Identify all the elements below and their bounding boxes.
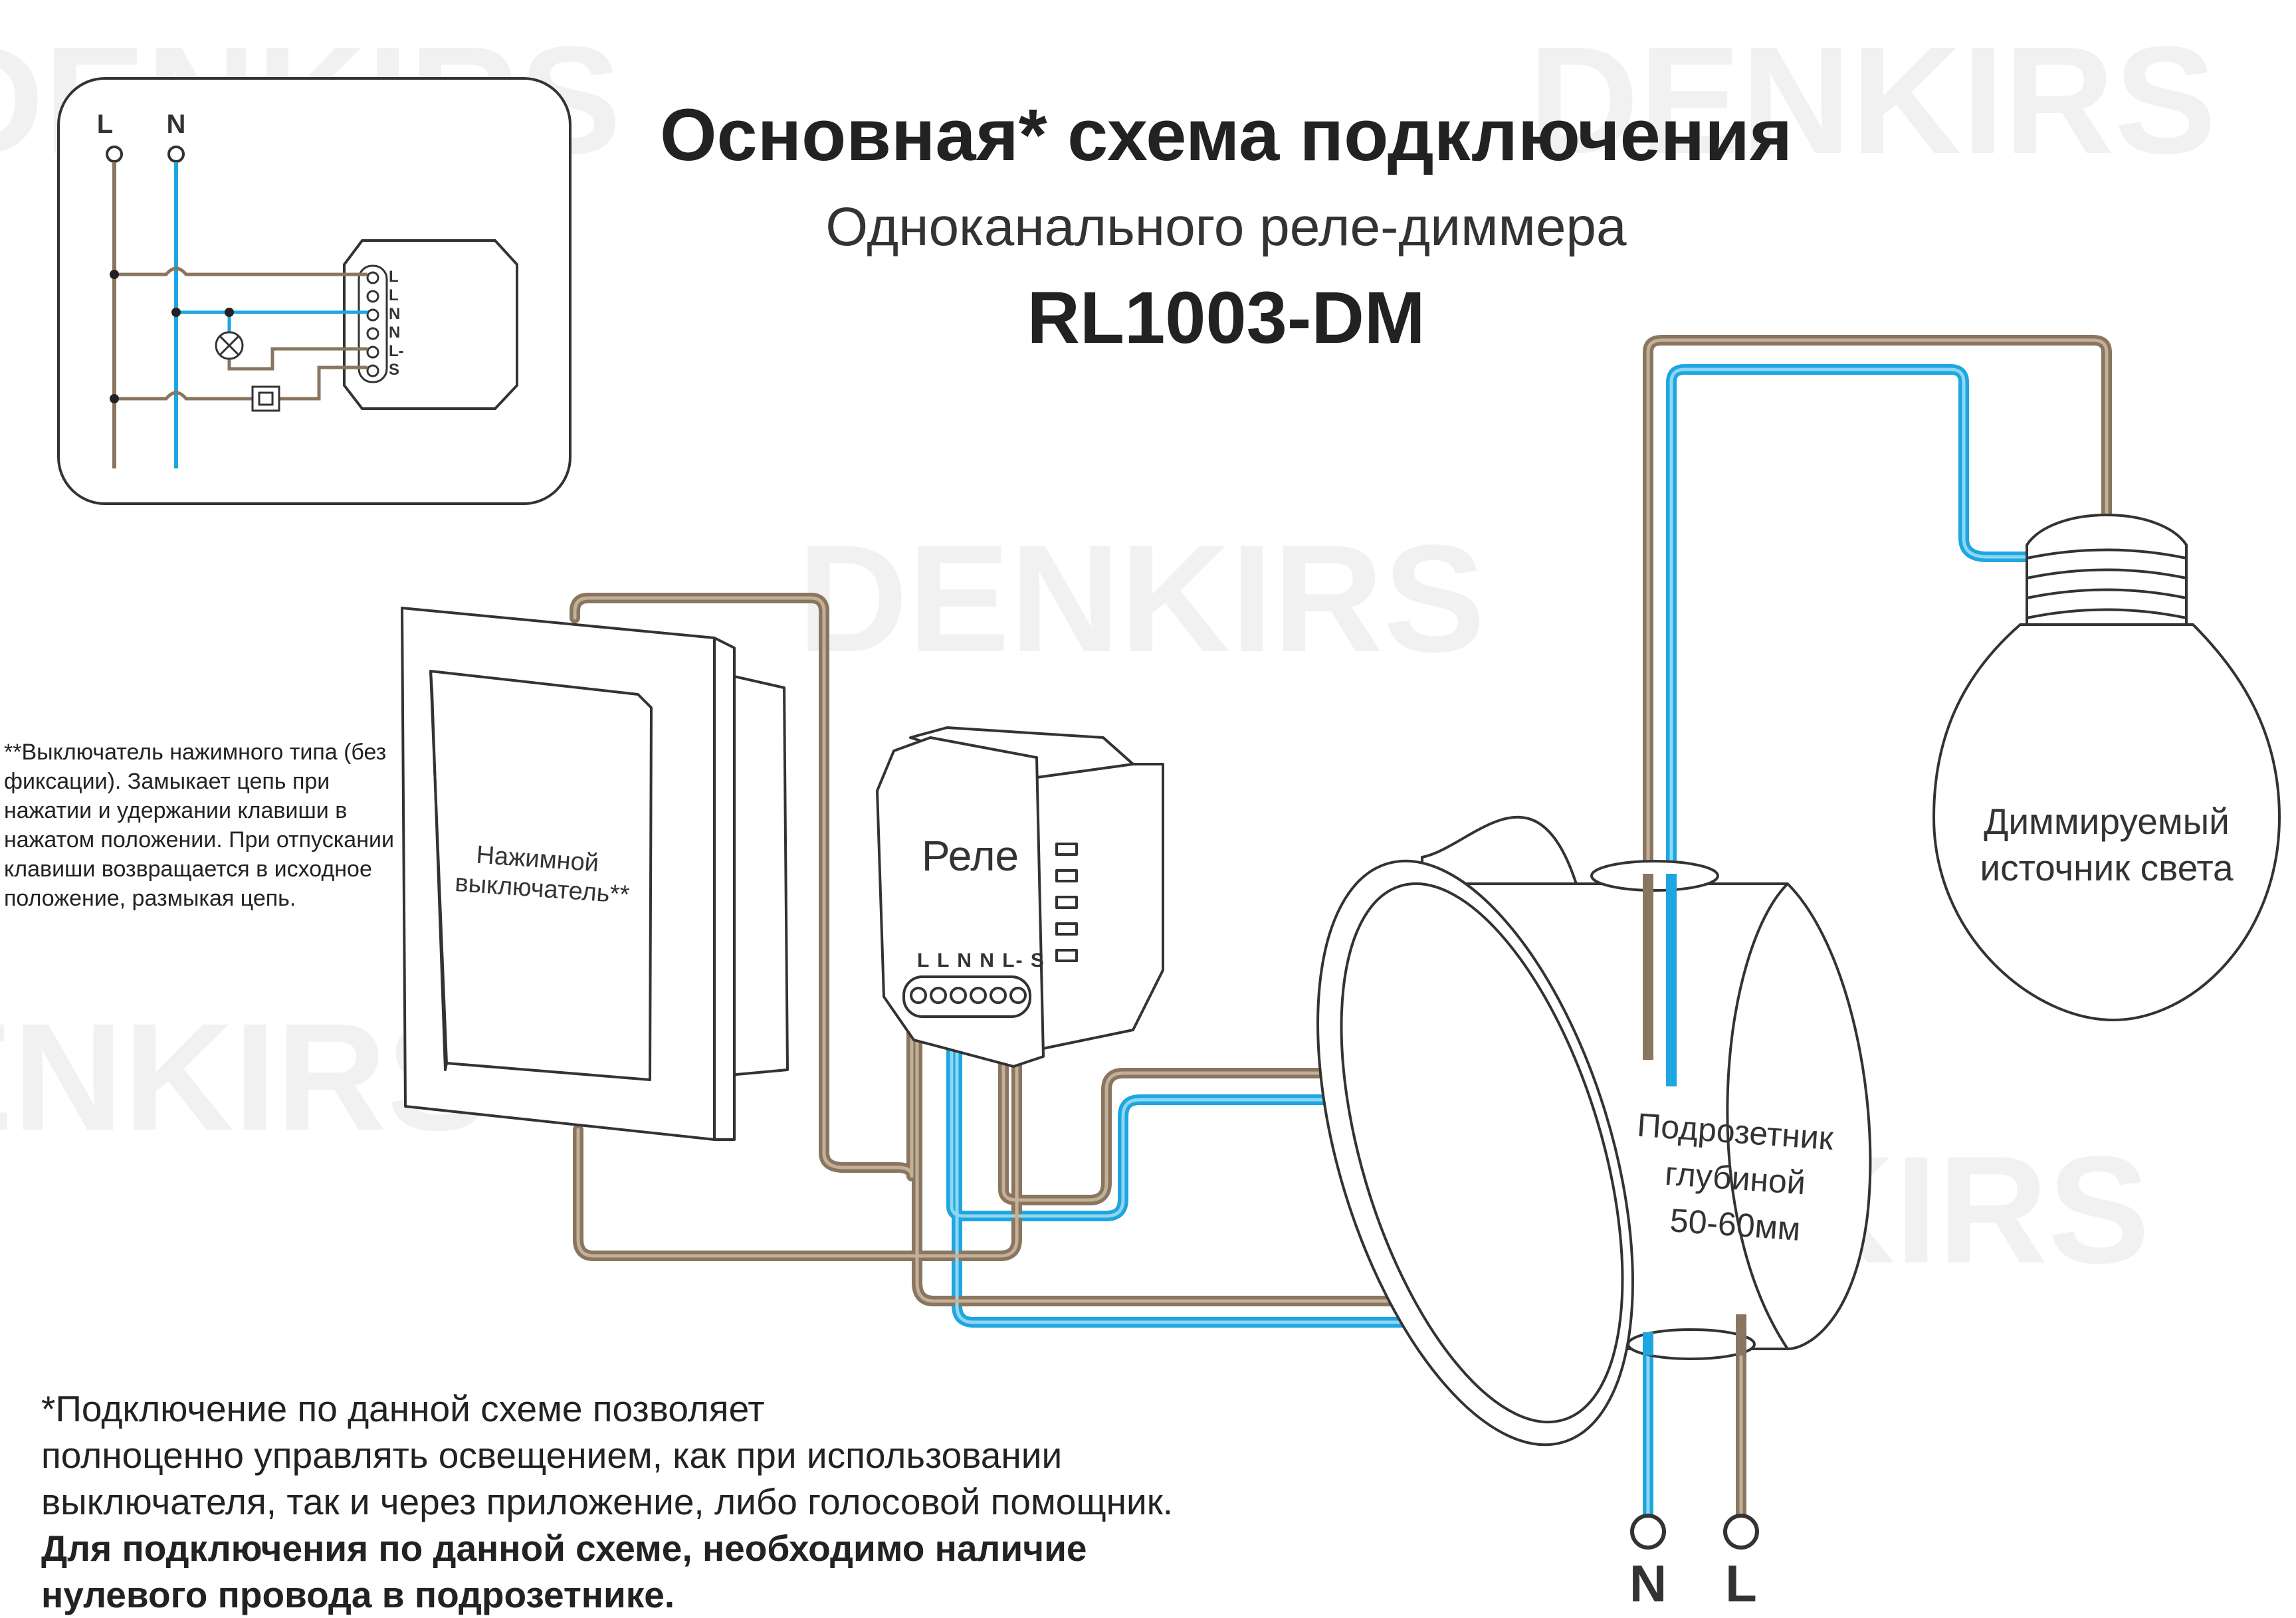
mini-bus-l-terminal (106, 146, 123, 163)
page-subtitle: Одноканального реле-диммера (825, 197, 1627, 257)
switch-footnote: **Выключатель нажимного типа (без фиксац… (4, 740, 394, 911)
mini-terminal-screws (366, 271, 379, 377)
wire-highlight (573, 596, 914, 1178)
mini-bus-l-label: L (97, 110, 113, 139)
watermark-text: DENKIRS (1528, 15, 2216, 185)
mini-junction (110, 394, 119, 403)
mini-push-switch-icon (251, 385, 280, 412)
mini-junction (171, 308, 181, 317)
mini-schematic: L N L L N N L- S (57, 77, 572, 505)
mini-terminal-screw (366, 290, 379, 303)
relay-vents (1055, 843, 1078, 962)
lamp-label-line1: Диммируемый (1984, 801, 2230, 842)
mini-terminal-label: L (389, 268, 399, 286)
push-switch (401, 607, 789, 1141)
relay-terminal-screw (990, 987, 1007, 1004)
bottom-footnote: *Подключение по данной схеме позволяет п… (41, 1385, 1370, 1618)
relay-terminal-screw (950, 987, 967, 1004)
mini-terminal-screw (366, 346, 379, 359)
relay-module (876, 726, 1164, 1068)
mini-bus-n-label: N (167, 110, 186, 139)
box-label-line3: 50-60мм (1669, 1201, 1802, 1248)
dimmable-lamp (1932, 514, 2281, 1021)
relay-label: Реле (922, 832, 1019, 880)
footnote-line: полноценно управлять освещением, как при… (41, 1435, 1063, 1476)
relay-terminal-screw (970, 987, 987, 1004)
mini-wire-lamp-l (227, 347, 367, 371)
mains-terminals: N L (1629, 1514, 1759, 1613)
mini-terminal-screw (366, 327, 379, 340)
relay-terminal-screw (930, 987, 947, 1004)
mains-l-label: L (1725, 1554, 1757, 1613)
box-cylinder-back (1726, 882, 1789, 1350)
footnote-line: выключателя, так и через приложение, либ… (41, 1481, 1174, 1522)
switch-frame-side (713, 637, 736, 1141)
mains-n-terminal (1630, 1514, 1666, 1550)
relay-terminal-screw (1009, 987, 1027, 1004)
watermark-text: DENKIRS (797, 513, 1485, 684)
mini-junction (225, 308, 234, 317)
lamp-thread (2026, 548, 2187, 619)
box-top-grommet (1590, 860, 1719, 892)
mini-junction (110, 270, 119, 279)
relay-terminal-labels: L L N N L- S (917, 950, 1045, 971)
page-title: Основная* схема подключения (659, 94, 1793, 176)
relay-terminal-strip (902, 975, 1031, 1018)
mini-wire-switch-s (279, 365, 367, 401)
mini-terminal-labels: L L N N L- S (389, 268, 404, 379)
relay-terminal-screw (910, 987, 927, 1004)
mini-wire-l (114, 266, 367, 276)
mini-terminal-label: L (389, 286, 399, 304)
mini-terminal-screw (366, 271, 379, 284)
box-front-ring (1316, 859, 1634, 1447)
footnote-bold-line: нулевого провода в подрозетнике. (41, 1574, 675, 1615)
mains-n-label: N (1629, 1554, 1667, 1613)
wire-highlight (576, 1021, 1019, 1258)
mini-terminal-label: N (389, 324, 400, 342)
mains-l-terminal (1723, 1514, 1759, 1550)
switch-key-edge (429, 670, 448, 1064)
box-front-ring-inner (1340, 882, 1624, 1424)
mini-terminal-screw (366, 308, 379, 322)
mini-lamp-icon (215, 331, 244, 360)
mini-terminal-label: S (389, 361, 399, 379)
lamp-label-line2: источник света (1980, 847, 2234, 888)
relay-terminal-screws (910, 987, 1027, 1004)
lamp-bulb (1932, 623, 2281, 1021)
box-bottom-grommet (1627, 1328, 1756, 1360)
mini-terminal-screw (366, 364, 379, 377)
mini-wire-switch-l (114, 391, 253, 401)
footnote-line: *Подключение по данной схеме позволяет (41, 1388, 765, 1429)
mini-bus-n-terminal (167, 146, 185, 163)
mini-terminal-strip (358, 264, 388, 383)
footnote-bold-line: Для подключения по данной схеме, необход… (41, 1528, 1087, 1569)
mini-terminal-label: N (389, 305, 400, 323)
junction-box (1316, 815, 1872, 1447)
model-number: RL1003-DM (1027, 277, 1425, 359)
mini-terminal-label: L- (389, 342, 404, 360)
